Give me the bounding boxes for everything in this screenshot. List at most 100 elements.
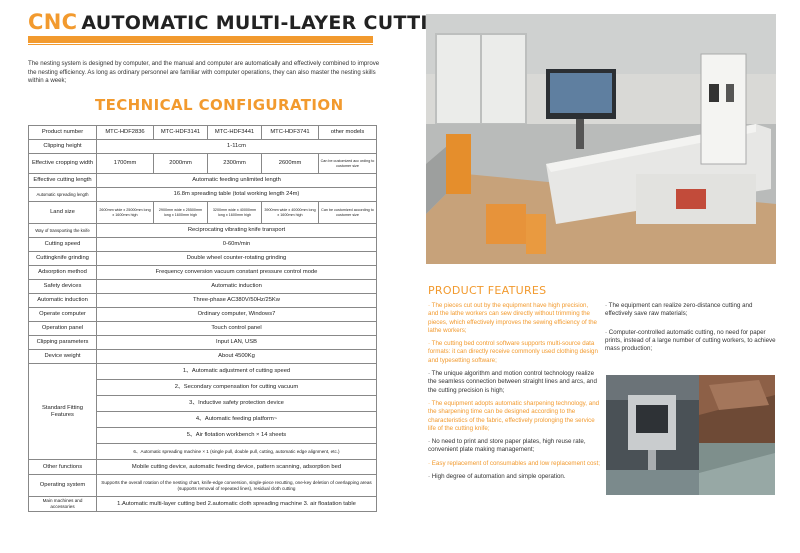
table-row: Automatic spreading length 16.8m spreadi… <box>28 187 377 202</box>
spec-cell: Automatic feeding unlimited length <box>96 173 377 188</box>
spec-label: Device weight <box>28 349 97 364</box>
feature-item: · The pieces cut out by the equipment ha… <box>428 302 597 334</box>
spec-label: Operating system <box>28 474 97 497</box>
spec-label: Clipping parameters <box>28 335 97 350</box>
spec-cell: 2、Secondary compensation for cutting vac… <box>96 379 377 396</box>
table-row: Operating system Supports the overall ro… <box>28 474 377 497</box>
spec-cell: 3200mm wide x 40000mm long x 1600mm high <box>207 201 262 224</box>
workbench-photo <box>699 443 775 495</box>
spec-label: Automatic spreading length <box>28 187 97 202</box>
feature-item: · The cutting bed control software suppo… <box>428 340 598 364</box>
table-row: Cuttingknife grinding Double wheel count… <box>28 251 377 266</box>
spec-cell: 16.8m spreading table (total working len… <box>96 187 377 202</box>
cutting-head-illustration <box>606 375 699 495</box>
spec-cell: 2900mm wide x 25500mm long x 1600mm high <box>153 201 208 224</box>
spec-label: Standard Fitting Features <box>28 363 97 460</box>
spec-label: Effective cropping width <box>28 153 97 174</box>
section-title: TECHNICAL CONFIGURATION <box>95 96 344 114</box>
spec-cell: Mobile cutting device, automatic feeding… <box>96 459 377 475</box>
spec-cell: Supports the overall rotation of the nes… <box>96 474 377 497</box>
spec-label: Operate computer <box>28 307 97 322</box>
spec-label: Clipping height <box>28 139 97 154</box>
table-row: Other functions Mobile cutting device, a… <box>28 459 377 475</box>
spec-cell: Input LAN, USB <box>96 335 377 350</box>
spec-label: Land size <box>28 201 97 224</box>
table-row: Clipping parameters Input LAN, USB <box>28 335 377 350</box>
feature-item: · The unique algorithm and motion contro… <box>428 370 597 394</box>
feature-item: · No need to print and store paper plate… <box>428 438 586 454</box>
spec-cell: 5、Air flotation workbench × 14 sheets <box>96 427 377 444</box>
workbench-illustration <box>699 443 775 495</box>
spec-table: Product number MTC-HDF2836 MTC-HDF3141 M… <box>28 125 377 512</box>
features-right-column: · The equipment can realize zero-distanc… <box>605 302 777 358</box>
spec-cell: Frequency conversion vacuum constant pre… <box>96 265 377 280</box>
machine-illustration <box>426 14 776 264</box>
spec-cell: 4、Automatic feeding platform~ <box>96 411 377 428</box>
features-left-column: · The pieces cut out by the equipment ha… <box>428 302 600 486</box>
spec-cell: 0-60m/min <box>96 237 377 252</box>
spec-cell: Can be customized acc ording to customer… <box>318 153 377 174</box>
spec-label: Other functions <box>28 459 97 475</box>
spec-label: Safety devices <box>28 279 97 294</box>
spec-cell: Reciprocating vibrating knife transport <box>96 223 377 238</box>
spec-cell: 2600mm wide x 25000mm long x 1600mm high <box>96 201 154 224</box>
table-row: Effective cutting length Automatic feedi… <box>28 173 377 188</box>
table-row: Device weight About 4500Kg <box>28 349 377 364</box>
feature-item: · The equipment can realize zero-distanc… <box>605 302 753 318</box>
spec-cell: Can be customized according to customer … <box>318 201 377 224</box>
spec-label: Product number <box>28 125 97 140</box>
table-row: Safety devices Automatic induction <box>28 279 377 294</box>
table-row: Automatic induction Three-phase AC380V/5… <box>28 293 377 308</box>
spec-cell: Touch control panel <box>96 321 377 336</box>
spec-cell: 2300mm <box>207 153 262 174</box>
spec-cell: Three-phase AC380V/50Hz/25Kw <box>96 293 377 308</box>
spec-cell: Double wheel counter-rotating grinding <box>96 251 377 266</box>
spec-cell: MTC-HDF3441 <box>207 125 262 140</box>
spec-cell: 1.Automatic multi-layer cutting bed 2.au… <box>96 496 377 512</box>
spec-cell: About 4500Kg <box>96 349 377 364</box>
spec-cell: 1、Automatic adjustment of cutting speed <box>96 363 377 380</box>
features-title: PRODUCT FEATURES <box>428 284 547 297</box>
feature-item: · Computer-controlled automatic cutting,… <box>605 328 776 353</box>
table-row: Clipping height 1-11cm <box>28 139 377 154</box>
spec-cell: 3、Inductive safety protection device <box>96 395 377 412</box>
table-row: Way of transporting the knife Reciprocat… <box>28 223 377 238</box>
spec-label: Effective cutting length <box>28 173 97 188</box>
spec-cell: 3900mm wide x 40000mm long x 1600mm high <box>261 201 319 224</box>
cutting-head-photo <box>606 375 699 495</box>
spec-cell: other models <box>318 125 377 140</box>
table-row: Main machines and accessories 1.Automati… <box>28 496 377 512</box>
intro-paragraph: The nesting system is designed by comput… <box>28 60 380 85</box>
spec-cell: 6、Automatic spreading machine × 1 (singl… <box>96 443 377 460</box>
spec-label: Cuttingknife grinding <box>28 251 97 266</box>
feature-item: · High degree of automation and simple o… <box>428 473 566 481</box>
title-underline-thin <box>28 44 373 45</box>
spec-label: Way of transporting the knife <box>28 223 97 238</box>
spec-label: Cutting speed <box>28 237 97 252</box>
table-row: Standard Fitting Features 1、Automatic ad… <box>28 363 377 460</box>
table-row: Effective cropping width 1700mm 2000mm 2… <box>28 153 377 174</box>
spec-label: Adsorption method <box>28 265 97 280</box>
table-row: Operate computer Ordinary computer, Wind… <box>28 307 377 322</box>
spec-cell: MTC-HDF3741 <box>261 125 319 140</box>
spec-label: Operation panel <box>28 321 97 336</box>
spec-cell: 2600mm <box>261 153 319 174</box>
table-row: Land size 2600mm wide x 25000mm long x 1… <box>28 201 377 224</box>
table-row: Cutting speed 0-60m/min <box>28 237 377 252</box>
feature-item: · Easy replacement of consumables and lo… <box>428 459 600 467</box>
title-underline <box>28 36 373 43</box>
table-row: Adsorption method Frequency conversion v… <box>28 265 377 280</box>
spec-cell: MTC-HDF2836 <box>96 125 154 140</box>
spec-cell: MTC-HDF3141 <box>153 125 208 140</box>
machine-photo <box>426 14 776 264</box>
table-row: Product number MTC-HDF2836 MTC-HDF3141 M… <box>28 125 377 140</box>
feature-item: · The equipment adopts automatic sharpen… <box>428 399 600 432</box>
spec-cell: Ordinary computer, Windows7 <box>96 307 377 322</box>
spec-label: Main machines and accessories <box>28 496 97 512</box>
spec-label: Automatic induction <box>28 293 97 308</box>
brand-cnc: CNC <box>28 10 78 34</box>
table-row: Operation panel Touch control panel <box>28 321 377 336</box>
fabric-photo <box>699 375 775 443</box>
fabric-illustration <box>699 375 775 443</box>
spec-cell: Automatic induction <box>96 279 377 294</box>
